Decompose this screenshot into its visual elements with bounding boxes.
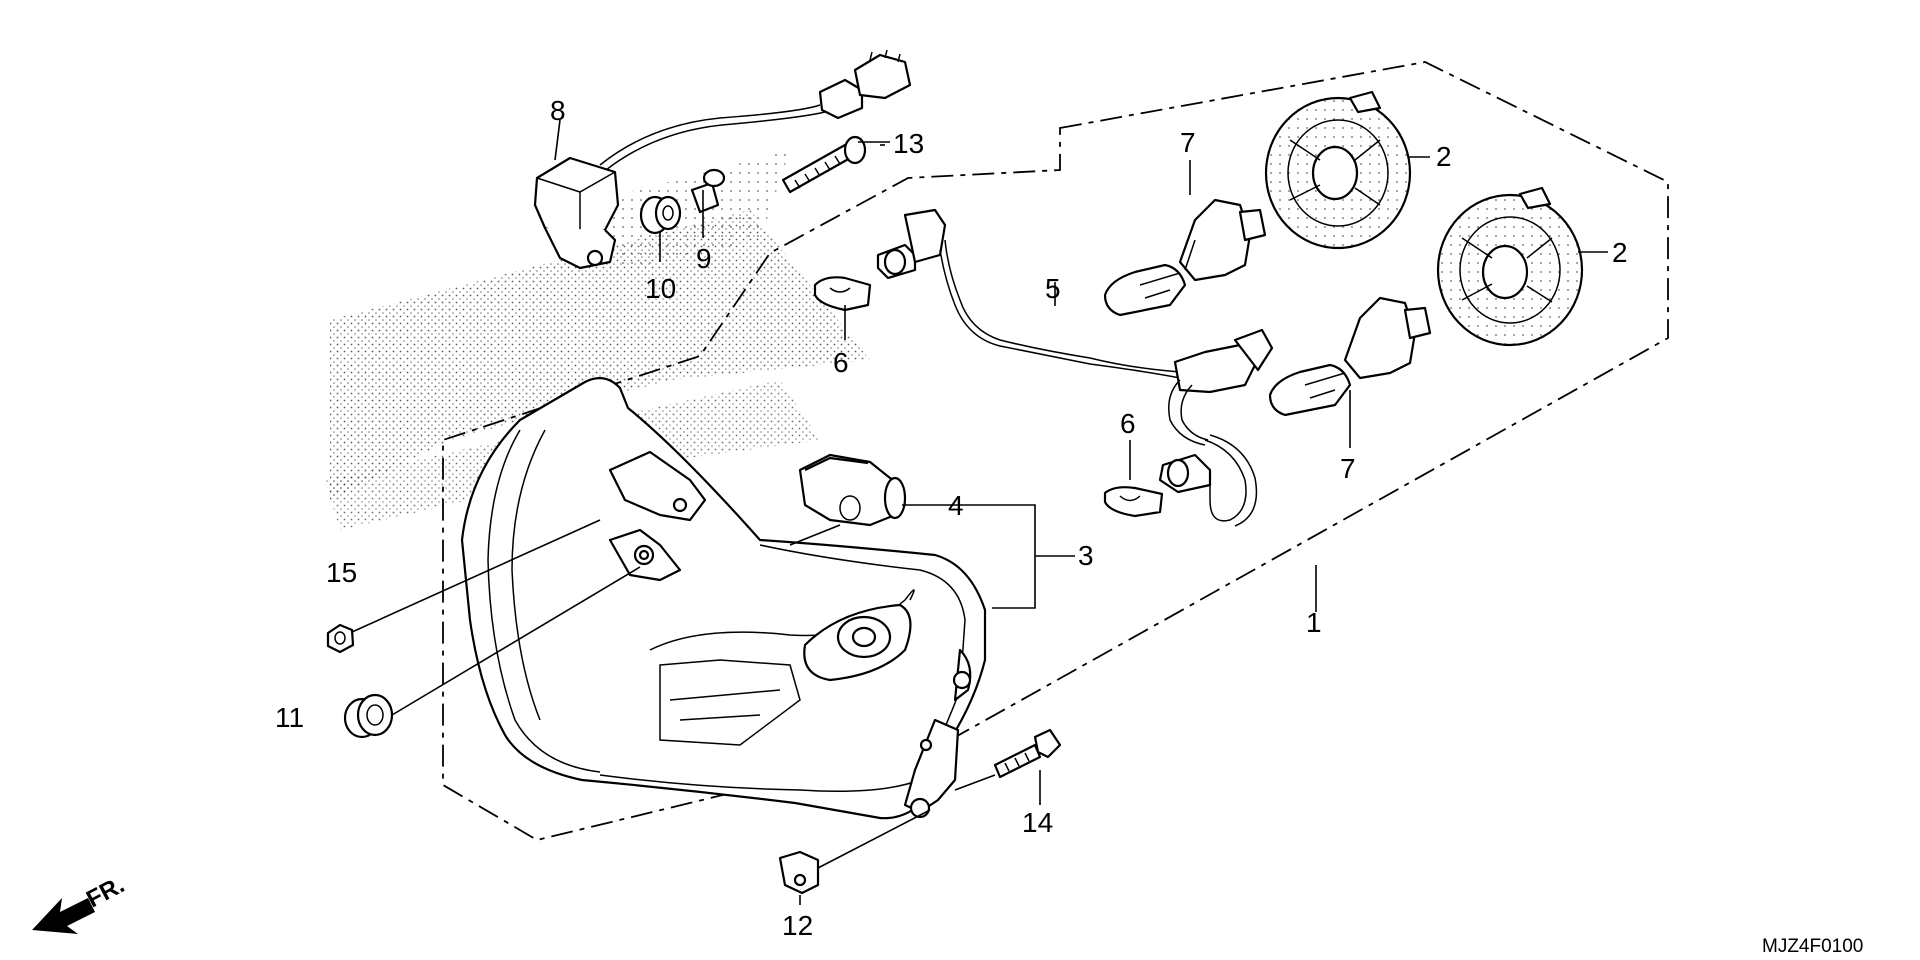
callout-5: 5 [1045, 273, 1061, 304]
halogen-bulb-lower [1268, 296, 1432, 417]
dust-cover-lower [1436, 186, 1584, 347]
callout-9: 9 [696, 243, 712, 274]
callout-14: 14 [1022, 807, 1053, 838]
callout-8: 8 [550, 95, 566, 126]
callout-2-upper: 2 [1436, 141, 1452, 172]
front-direction-arrow: FR. [32, 871, 129, 934]
bolt-14 [993, 728, 1062, 779]
headlight-housing [460, 377, 987, 820]
diagram-code: MJZ4F0100 [1762, 936, 1863, 957]
callout-7-lower: 7 [1340, 453, 1356, 484]
callout-7-upper: 7 [1180, 127, 1196, 158]
assembly-boundary [442, 61, 1669, 841]
leader-lines [351, 119, 1608, 905]
callout-13: 13 [893, 128, 924, 159]
screw-13 [781, 135, 867, 194]
callout-3: 3 [1078, 540, 1094, 571]
arrow-left-down-icon [32, 898, 95, 934]
callout-6-lower: 6 [1120, 408, 1136, 439]
callout-15: 15 [326, 557, 357, 588]
callout-1: 1 [1306, 607, 1322, 638]
wiring-harness [876, 208, 1274, 527]
position-bulb-upper [813, 276, 872, 312]
callout-labels: 8 13 9 10 7 2 2 6 5 6 7 4 3 1 15 11 14 1… [275, 95, 1628, 941]
position-bulb-lower [1103, 486, 1164, 518]
callout-2-lower: 2 [1612, 237, 1628, 268]
callout-10: 10 [645, 273, 676, 304]
collar-9 [690, 168, 726, 214]
dust-cover-upper [1264, 90, 1412, 250]
grommet-11 [343, 693, 394, 739]
callout-4: 4 [948, 490, 964, 521]
halogen-bulb-upper [1103, 198, 1267, 317]
grommet-10 [639, 195, 682, 235]
clip-12 [778, 850, 820, 895]
callout-12: 12 [782, 910, 813, 941]
callout-11: 11 [275, 702, 304, 733]
relay-unit [533, 49, 912, 270]
callout-6-upper: 6 [833, 347, 849, 378]
leveling-adjuster [789, 453, 907, 546]
nut-15 [326, 623, 355, 654]
